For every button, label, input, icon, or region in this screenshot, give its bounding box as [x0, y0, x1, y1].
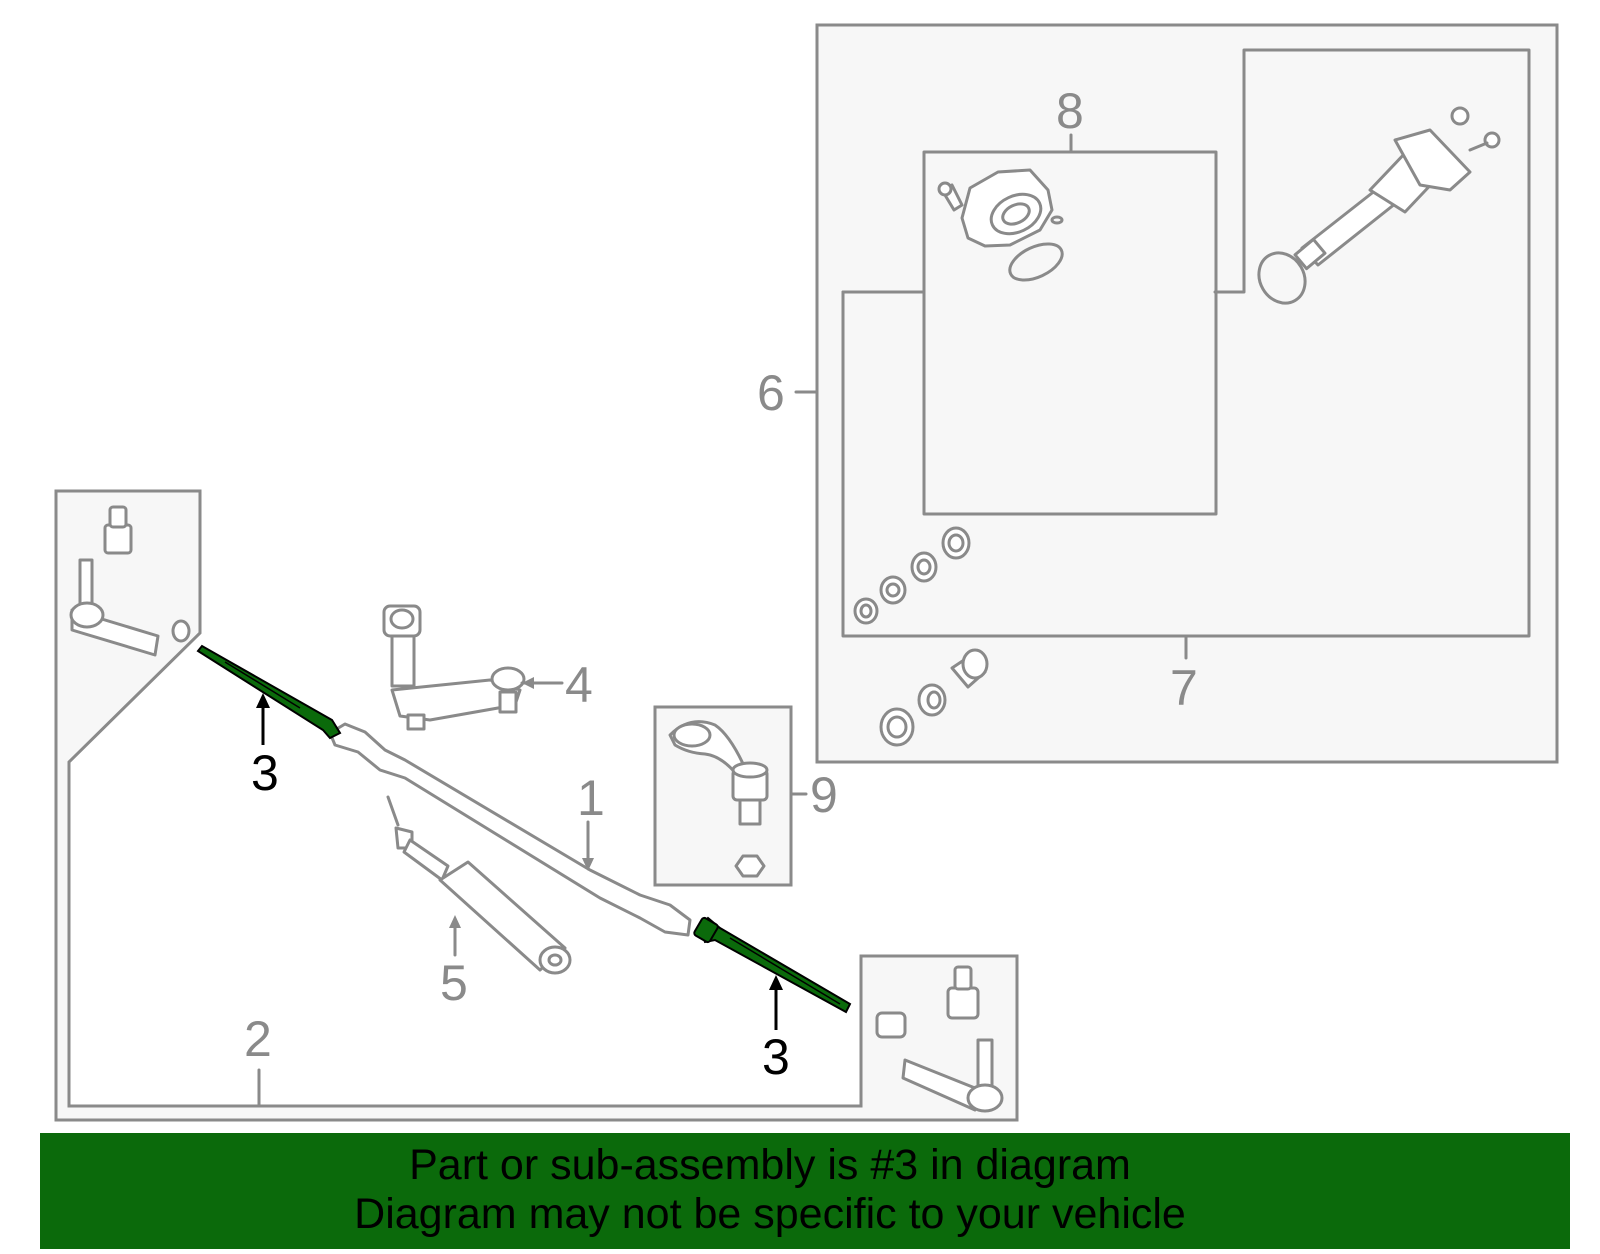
- callout-5: 5: [440, 955, 468, 1011]
- input-shaft-part: [1257, 106, 1501, 305]
- center-link-part: [328, 722, 692, 937]
- idler-arm-part: [382, 604, 564, 731]
- inner-tie-rod-left-highlighted[interactable]: [196, 644, 342, 745]
- tie-rod-outline-panel: [54, 489, 1019, 1122]
- callout-9: 9: [810, 767, 838, 823]
- callout-4: 4: [565, 657, 593, 713]
- callout-8: 8: [1056, 83, 1084, 139]
- caption-line-1: Part or sub-assembly is #3 in diagram: [409, 1141, 1131, 1189]
- callout-3-left: 3: [251, 745, 279, 801]
- callout-1: 1: [577, 770, 605, 826]
- gear-housing-part: [937, 168, 1064, 282]
- callout-7: 7: [1170, 660, 1198, 716]
- outer-tie-rod-end-right: [875, 965, 1004, 1113]
- caption-banner: Part or sub-assembly is #3 in diagram Di…: [40, 1133, 1570, 1249]
- callout-3-right: 3: [762, 1029, 790, 1085]
- pitman-arm-panel: [653, 705, 808, 887]
- steering-gear-assembly-panel: [794, 23, 1559, 764]
- callout-2: 2: [244, 1011, 272, 1067]
- callout-6: 6: [757, 365, 785, 421]
- seal-rings: [853, 526, 971, 625]
- bushings-lower: [879, 648, 989, 747]
- caption-line-2: Diagram may not be specific to your vehi…: [354, 1190, 1186, 1238]
- outer-tie-rod-end-left: [69, 505, 191, 657]
- inner-tie-rod-right-highlighted[interactable]: [693, 916, 852, 1030]
- steering-damper-part: [386, 795, 572, 975]
